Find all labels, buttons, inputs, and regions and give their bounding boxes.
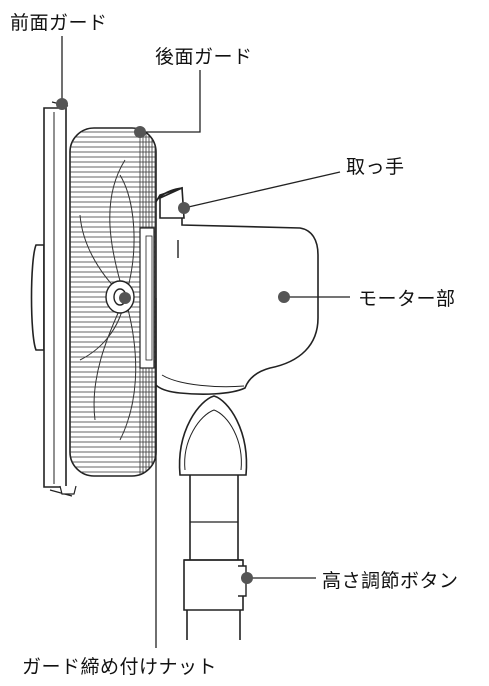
dot-height-button xyxy=(241,572,253,584)
stand-pole-upper xyxy=(189,470,239,560)
label-height-button: 高さ調節ボタン xyxy=(322,570,459,592)
dot-handle xyxy=(178,202,190,214)
leader-lines xyxy=(61,36,350,648)
label-motor: モーター部 xyxy=(358,288,456,310)
label-guard-nut: ガード締め付けナット xyxy=(22,656,218,678)
label-rear-guard: 後面ガード xyxy=(155,46,253,68)
dot-guard-nut xyxy=(119,292,131,304)
handle-shape xyxy=(159,186,185,219)
dot-front-guard xyxy=(56,98,68,110)
dot-rear-guard xyxy=(134,126,146,138)
label-front-guard: 前面ガード xyxy=(10,12,108,34)
motor-housing xyxy=(149,187,319,395)
dot-motor xyxy=(278,291,290,303)
label-handle: 取っ手 xyxy=(346,156,405,178)
stand-pole-lower xyxy=(183,559,244,640)
stand-neck xyxy=(178,395,248,476)
indicator-dots xyxy=(56,98,290,584)
